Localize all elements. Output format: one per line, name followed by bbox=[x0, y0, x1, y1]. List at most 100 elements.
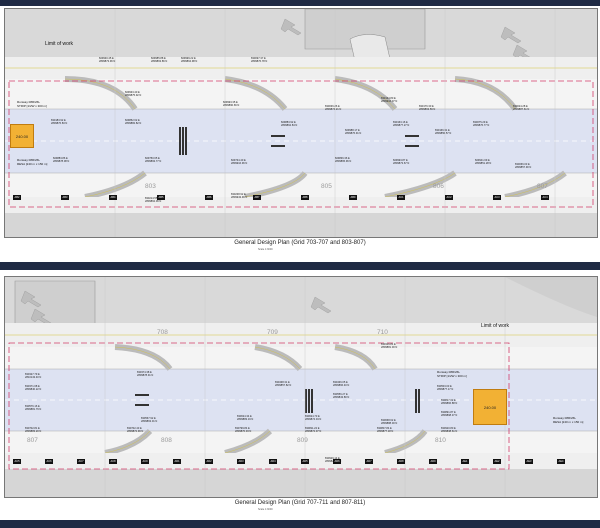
coordinate-line: 830827.02 E bbox=[441, 399, 456, 402]
coordinate-line: 830576.16 E bbox=[25, 405, 40, 408]
coordinate-line: 2809843.80 N bbox=[333, 396, 350, 399]
coordinate-line: 830024.28 E bbox=[513, 105, 528, 108]
coordinate-line: 2809873.67 N bbox=[393, 162, 410, 165]
coordinate-line: 2809857.90 N bbox=[515, 166, 532, 169]
taxiway-tag: AE2 bbox=[493, 459, 501, 464]
coordinate-line: 829993.87 E bbox=[393, 159, 408, 162]
runway-strip-line: STRIP [1/2W x 300 m] bbox=[17, 103, 47, 108]
taxiway-tag: AC3 bbox=[493, 195, 501, 200]
grid-number-label: 710 bbox=[377, 329, 388, 336]
taxiway-tag: AD8 bbox=[397, 459, 405, 464]
plan-2-scale: Scale 1:3000 bbox=[258, 508, 273, 511]
coordinate-line: 830134.80 E bbox=[381, 97, 396, 100]
coordinate-line: 830166.31 E bbox=[435, 129, 450, 132]
taxiway-tag: AD9 bbox=[429, 459, 437, 464]
coordinate-line: 830807.84 E bbox=[377, 427, 392, 430]
coordinate-line: 2809883.20 N bbox=[25, 430, 42, 433]
coordinate-line: 830036.26 E bbox=[325, 105, 340, 108]
coordinate-line: 830556.27 E bbox=[333, 393, 348, 396]
taxiway-tag: AB8 bbox=[301, 195, 309, 200]
coordinate-line: 2809876.78 N bbox=[251, 60, 268, 63]
runway-resa-line: Runway 08R/26L bbox=[17, 158, 41, 162]
limit-of-work-label: Limit of work bbox=[45, 41, 74, 47]
coordinate-line: 2809857.82 N bbox=[275, 384, 292, 387]
resa-area-box: 240.00 bbox=[473, 389, 507, 425]
coordinate-line: 2809875.92 N bbox=[125, 94, 142, 97]
coordinate-line: 2809877.18 N bbox=[377, 430, 394, 433]
coordinate-line: 2809887.61 N bbox=[513, 108, 530, 111]
coordinate-line: 2809863.86 N bbox=[151, 60, 168, 63]
coordinate-line: 830316.81 E bbox=[381, 343, 396, 346]
taxiway-tag: AD6 bbox=[333, 459, 341, 464]
coordinate-line: 2809866.40 N bbox=[333, 384, 350, 387]
coordinate-line: 2809874.21 N bbox=[325, 108, 342, 111]
coordinate-line: 830702.43 E bbox=[127, 427, 142, 430]
coordinate-line: 829852.62 E bbox=[125, 119, 140, 122]
grid-number-label: 806 bbox=[433, 183, 444, 190]
coordinate-line: 2809865.96 N bbox=[335, 160, 352, 163]
coordinate-line: 2809890.66 N bbox=[223, 104, 240, 107]
coordinate-line: 2809862.84 N bbox=[281, 124, 298, 127]
taxiway-tag: AC5 bbox=[13, 459, 21, 464]
coordinate-line: 2809862.06 N bbox=[145, 200, 162, 203]
coordinate-line: 830436.05 E bbox=[333, 381, 348, 384]
taxiway-tag: AB2 bbox=[13, 195, 21, 200]
page-frame-bottom bbox=[0, 520, 600, 528]
coordinate-line: 829999.22 E bbox=[181, 57, 196, 60]
limit-of-work-label: Limit of work bbox=[481, 323, 510, 329]
plan-2-caption: General Design Plan (Grid 707-711 and 80… bbox=[234, 500, 366, 506]
resa-area-box: 240.00 bbox=[10, 124, 34, 148]
grid-number-label: 807 bbox=[27, 437, 38, 444]
coordinate-line: 829750.65 E bbox=[145, 157, 160, 160]
taxiway-tag: AE1 bbox=[461, 459, 469, 464]
taxiway-tag: AC9 bbox=[141, 459, 149, 464]
taxiway-tag: AD2 bbox=[205, 459, 213, 464]
grid-number-label: 807 bbox=[537, 183, 548, 190]
coordinate-line: 2809870.33 N bbox=[235, 430, 252, 433]
coordinate-line: 830238.92 E bbox=[231, 193, 246, 196]
coordinate-line: 2809888.00 N bbox=[381, 422, 398, 425]
coordinate-line: 2809881.79 N bbox=[25, 408, 42, 411]
coordinate-line: 830811.22 E bbox=[305, 427, 320, 430]
coordinate-line: 2809876.91 N bbox=[345, 132, 362, 135]
coordinate-line: 830702.81 E bbox=[25, 427, 40, 430]
coordinate-line: 2809878.91 N bbox=[137, 374, 154, 377]
coordinate-line: 2809850.57 N bbox=[435, 132, 452, 135]
coordinate-line: 2809863.59 N bbox=[419, 108, 436, 111]
grid-number-label: 808 bbox=[161, 437, 172, 444]
coordinate-line: 830097.37 E bbox=[251, 57, 266, 60]
runway-strip-line: Runway 08R/26L bbox=[17, 100, 41, 104]
plan-1-caption: General Design Plan (Grid 703-707 and 80… bbox=[234, 240, 366, 246]
coordinate-line: 2809863.01 N bbox=[141, 420, 158, 423]
coordinate-line: 2809874.04 N bbox=[305, 418, 322, 421]
coordinate-line: 2809893.77 N bbox=[145, 160, 162, 163]
coordinate-line: 830214.55 E bbox=[145, 197, 160, 200]
